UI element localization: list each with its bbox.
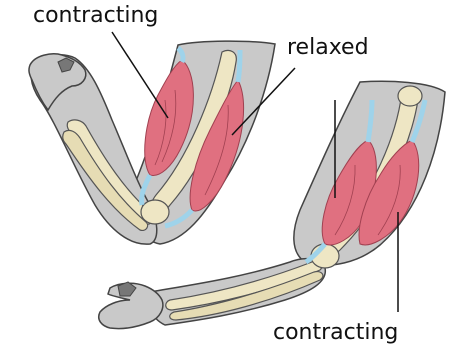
bent-arm-contracting-leader <box>112 32 168 118</box>
bent-arm-elbow-joint <box>141 200 169 224</box>
bent-arm <box>29 32 295 244</box>
straight-arm-contracting-label: contracting <box>273 322 398 344</box>
bent-arm-relaxed-label: relaxed <box>287 37 369 59</box>
bent-arm-contracting-label: contracting <box>33 5 158 27</box>
